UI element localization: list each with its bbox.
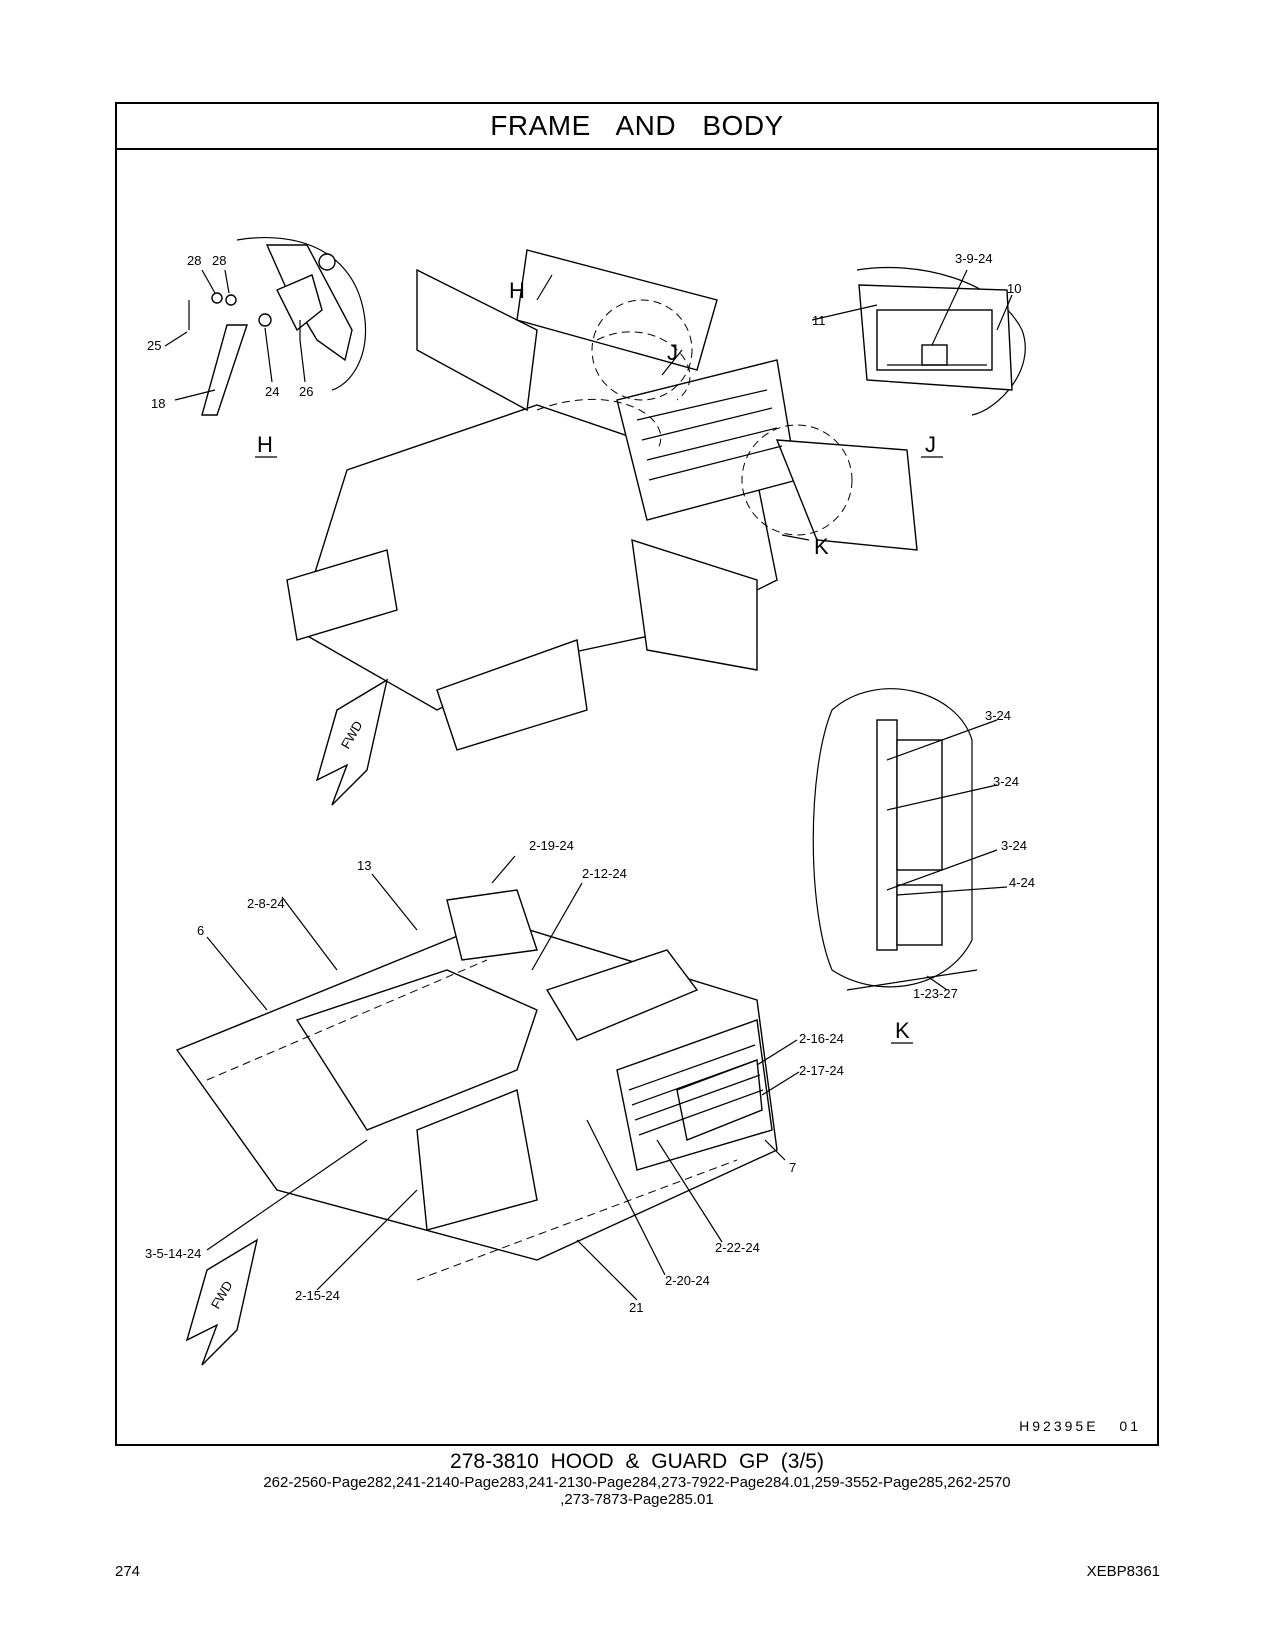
callout-13: 13 xyxy=(357,858,371,873)
callout-2-20-24: 2-20-24 xyxy=(665,1273,710,1288)
callout-2-19-24: 2-19-24 xyxy=(529,838,574,853)
callout-3-24-c: 3-24 xyxy=(1001,838,1027,853)
callout-25: 25 xyxy=(147,338,161,353)
detail-view-j: 3-9-24 10 11 J xyxy=(811,251,1026,458)
callout-2-17-24: 2-17-24 xyxy=(799,1063,844,1078)
page-number: 274 xyxy=(115,1563,141,1580)
callout-18: 18 xyxy=(151,396,165,411)
view-h-caption: H xyxy=(257,432,273,457)
callout-2-16-24: 2-16-24 xyxy=(799,1031,844,1046)
detail-view-h: 28 28 25 18 24 26 H xyxy=(147,237,367,458)
caption-refs-line1: 262-2560-Page282,241-2140-Page283,241-21… xyxy=(263,1474,1011,1491)
callout-2-15-24: 2-15-24 xyxy=(295,1288,340,1303)
callout-3-24-a: 3-24 xyxy=(985,708,1011,723)
callout-4-24: 4-24 xyxy=(1009,875,1035,890)
callout-1-23-27: 1-23-27 xyxy=(913,986,958,1001)
callout-6: 6 xyxy=(197,923,204,938)
callout-3-24-b: 3-24 xyxy=(993,774,1019,789)
callout-2-12-24: 2-12-24 xyxy=(582,866,627,881)
callout-2-22-24: 2-22-24 xyxy=(715,1240,760,1255)
callout-26: 26 xyxy=(299,384,313,399)
view-h-marker: H xyxy=(509,278,525,303)
callout-21: 21 xyxy=(629,1300,643,1315)
lower-frame-assembly: FWD 2-19-24 13 2-12-24 2-8-24 6 2 xyxy=(145,838,844,1366)
fwd-arrow-bottom xyxy=(185,1238,259,1366)
callout-2-8-24: 2-8-24 xyxy=(247,896,285,911)
view-j-marker: J xyxy=(667,340,678,365)
callout-7: 7 xyxy=(789,1160,796,1175)
callout-28-a: 28 xyxy=(187,253,201,268)
callout-28-b: 28 xyxy=(212,253,226,268)
callout-3-5-14-24: 3-5-14-24 xyxy=(145,1246,201,1261)
document-code: XEBP8361 xyxy=(1086,1563,1160,1580)
view-k-marker: K xyxy=(814,534,829,559)
parts-illustration: 28 28 25 18 24 26 H 3-9-24 10 xyxy=(117,150,1157,1444)
callout-10: 10 xyxy=(1007,281,1021,296)
detail-view-k: 3-24 3-24 3-24 4-24 1-23-27 K xyxy=(812,688,1035,1044)
caption-refs-line2: ,273-7873-Page285.01 xyxy=(560,1491,714,1508)
illustration-id: H92395E 01 xyxy=(1019,1418,1141,1434)
figure-caption: 278-3810 HOOD & GUARD GP (3/5) 262-2560-… xyxy=(115,1450,1159,1508)
exploded-view-drawing: 28 28 25 18 24 26 H 3-9-24 10 xyxy=(145,237,1035,1366)
figure-frame: FRAME AND BODY 28 xyxy=(115,102,1159,1446)
view-j-caption: J xyxy=(925,432,936,457)
caption-title: 278-3810 HOOD & GUARD GP (3/5) xyxy=(450,1450,824,1473)
section-title: FRAME AND BODY xyxy=(117,104,1157,150)
callout-3-9-24: 3-9-24 xyxy=(955,251,993,266)
callout-24: 24 xyxy=(265,384,279,399)
callout-11: 11 xyxy=(812,313,826,328)
view-k-caption: K xyxy=(895,1018,910,1043)
upper-frame-assembly: FWD H J K xyxy=(286,249,918,806)
fwd-arrow-top xyxy=(315,678,389,806)
